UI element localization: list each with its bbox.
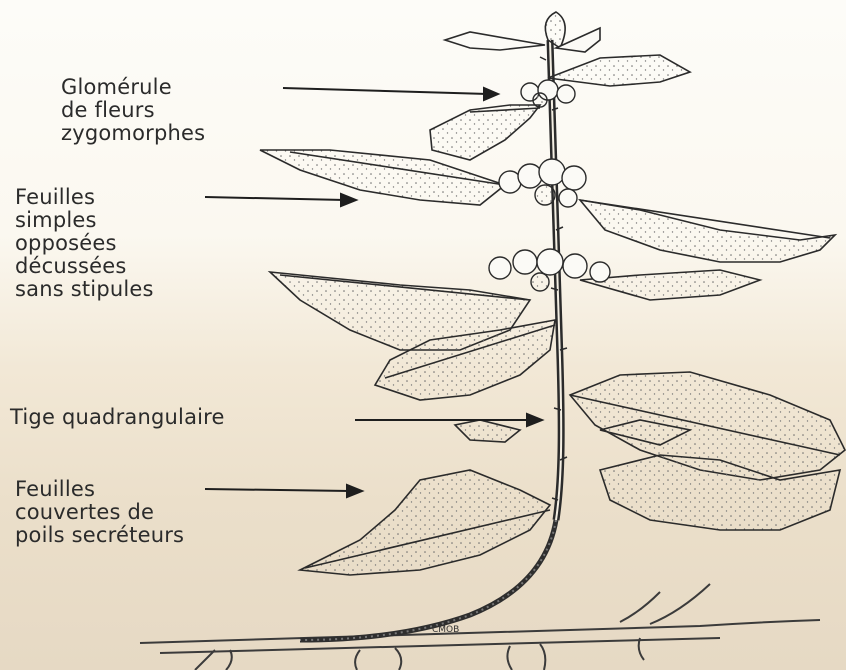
label-line: couvertes de <box>15 501 184 524</box>
label-line: Feuilles <box>15 478 184 501</box>
label-line: Glomérule <box>61 76 205 99</box>
arrow-glomerule <box>283 88 488 94</box>
arrow-tige-head <box>527 414 542 426</box>
label-line: poils secréteurs <box>15 524 184 547</box>
flower-whorl-3 <box>489 249 610 291</box>
label-line: zygomorphes <box>61 122 205 145</box>
label-tige: Tige quadrangulaire <box>10 406 225 429</box>
flower-whorl-1 <box>521 80 575 107</box>
label-feuilles-simples: Feuilles simples opposées décussées sans… <box>15 186 154 301</box>
label-glomerule: Glomérule de fleurs zygomorphes <box>61 76 205 145</box>
label-line: simples <box>15 209 154 232</box>
label-line: Feuilles <box>15 186 154 209</box>
arrow-feuilles-simples-head <box>341 194 356 206</box>
label-line: Tige quadrangulaire <box>10 406 225 429</box>
label-line: opposées <box>15 232 154 255</box>
arrow-feuilles-poils <box>205 489 350 491</box>
label-feuilles-poils: Feuilles couvertes de poils secréteurs <box>15 478 184 547</box>
rhizome <box>140 584 820 670</box>
arrow-glomerule-head <box>484 88 498 100</box>
label-line: de fleurs <box>61 99 205 122</box>
arrow-feuilles-poils-head <box>347 485 362 497</box>
flower-whorl-2 <box>499 159 586 207</box>
label-line: sans stipules <box>15 278 154 301</box>
arrow-feuilles-simples <box>205 197 345 200</box>
artist-signature: CMOB <box>432 625 459 635</box>
label-line: décussées <box>15 255 154 278</box>
